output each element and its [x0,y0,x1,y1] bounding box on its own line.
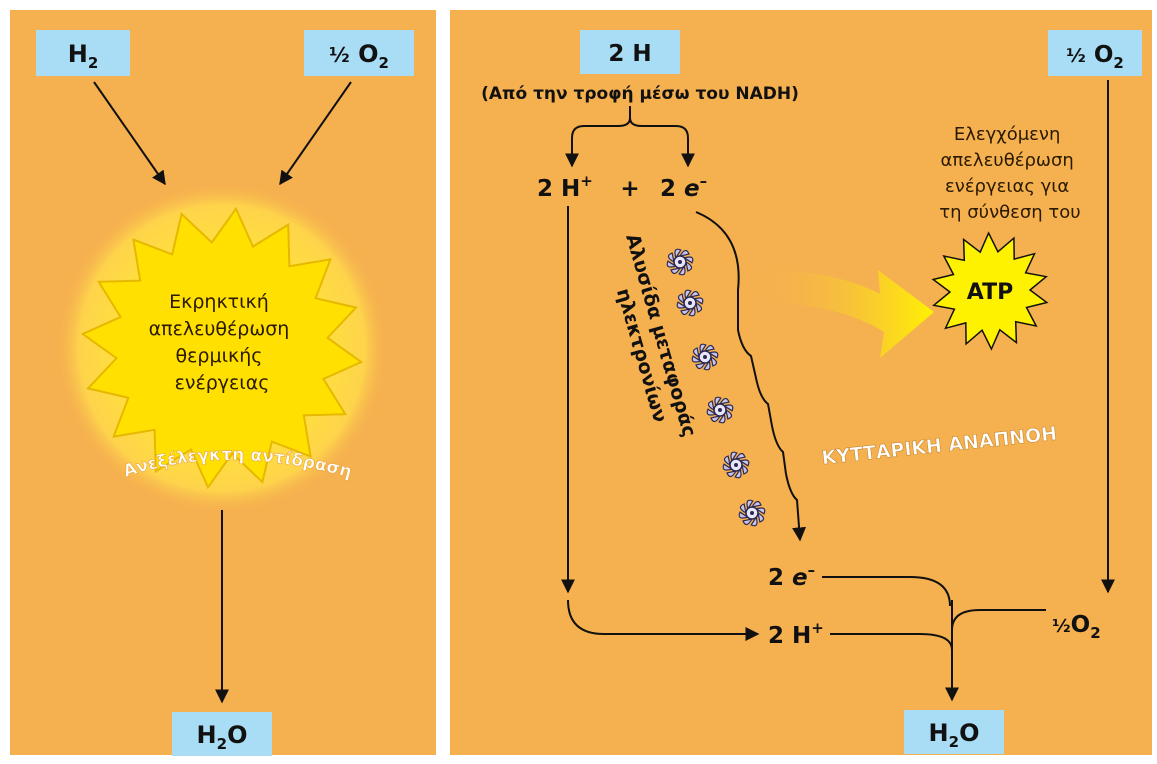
2h-box [580,30,680,74]
electron-carrier-icon [738,499,766,527]
energy-release-arrow-icon [752,269,934,358]
o2-box-right [1048,30,1142,76]
explosion-burst-icon [80,206,364,490]
explosion-text: Εκρηκτική απελευθέρωση θερμικής ενέργεια… [149,291,296,394]
h2o-box-right [904,710,1004,754]
o2-label: ½ O2 [329,40,389,72]
plus-sign: + [620,176,639,202]
controlled-release-text: Ελεγχόμενη απελευθέρωση ενέργειας για τη… [939,124,1080,223]
2h-label: 2 H [608,41,651,67]
atp-burst-icon [931,231,1049,351]
h2-label: H2 [68,40,99,72]
proton-path-bottom [567,599,760,641]
split-brace [571,106,689,162]
o2-arrow [279,81,352,186]
electron-descent-path [695,211,807,542]
electron-carrier-icon [666,248,694,276]
electron-carriers [666,248,766,527]
electrons-bottom: 2 e– [768,561,815,591]
o2-bottom-label: ½O2 [1052,612,1101,642]
protons-top: 2 H+ [537,172,593,202]
source-note: (Από την τροφή μέσω του NADH) [481,84,799,104]
electron-carrier-icon [691,343,719,371]
o2-box [304,30,414,76]
electron-to-water-line [822,576,951,607]
atp-label: ATP [967,280,1013,305]
electrons-top: 2 e– [660,172,707,202]
h2o-label-right: H2O [929,719,980,751]
electron-carrier-icon [676,289,704,317]
electron-carrier-icon [722,451,750,479]
h2-arrow [93,81,166,186]
electron-carrier-icon [706,396,734,424]
h2o-label-left: H2O [197,721,248,753]
o2-label-right: ½ O2 [1066,42,1124,72]
protons-bottom: 2 H+ [768,619,824,649]
h2-box [36,30,130,76]
h2o-box-left [172,712,272,756]
